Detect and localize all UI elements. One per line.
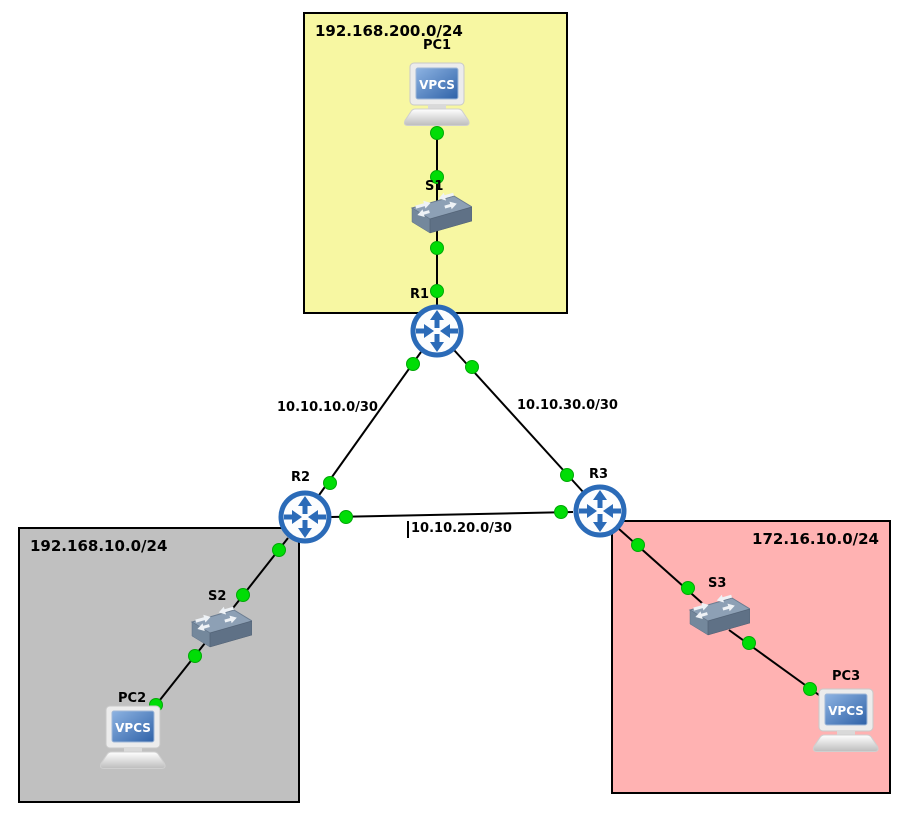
link-r1-r3[interactable] bbox=[453, 349, 585, 494]
link-status-dot bbox=[430, 126, 444, 140]
link-s2-pc2[interactable] bbox=[151, 637, 210, 711]
link-status-dot bbox=[339, 510, 353, 524]
vpcs-computer-icon: VPCS bbox=[812, 688, 879, 752]
link-status-dot bbox=[188, 649, 202, 663]
device-s2[interactable] bbox=[182, 605, 254, 651]
link-status-dot bbox=[430, 170, 444, 184]
label-pc3[interactable]: PC3 bbox=[832, 669, 861, 684]
label-s1[interactable]: S1 bbox=[425, 179, 444, 194]
label-link-10-10-30[interactable]: 10.10.30.0/30 bbox=[517, 398, 618, 413]
router-icon bbox=[278, 490, 332, 544]
link-status-dot bbox=[560, 468, 574, 482]
link-status-dot bbox=[272, 543, 286, 557]
link-status-dot bbox=[406, 357, 420, 371]
label-pc2[interactable]: PC2 bbox=[118, 691, 147, 706]
zone-label-top[interactable]: 192.168.200.0/24 bbox=[315, 22, 463, 40]
zone-label-left[interactable]: 192.168.10.0/24 bbox=[30, 537, 168, 555]
link-status-dot bbox=[236, 588, 250, 602]
switch-icon bbox=[190, 606, 254, 648]
link-status-dot bbox=[742, 636, 756, 650]
label-r2[interactable]: R2 bbox=[291, 470, 311, 485]
link-status-dot bbox=[803, 682, 817, 696]
label-r1[interactable]: R1 bbox=[410, 287, 430, 302]
label-s3[interactable]: S3 bbox=[708, 576, 727, 591]
switch-icon bbox=[410, 192, 474, 234]
link-status-dot bbox=[631, 538, 645, 552]
label-r3[interactable]: R3 bbox=[589, 467, 609, 482]
zone-192-168-200[interactable]: 192.168.200.0/24 bbox=[303, 12, 568, 314]
label-link-10-10-20[interactable]: 10.10.20.0/30 bbox=[411, 521, 512, 536]
link-status-dot bbox=[430, 241, 444, 255]
device-r3[interactable] bbox=[572, 483, 628, 539]
router-icon bbox=[410, 304, 464, 358]
vpcs-screen-text: VPCS bbox=[115, 721, 151, 735]
router-icon bbox=[573, 484, 627, 538]
link-status-dot bbox=[681, 581, 695, 595]
vpcs-computer-icon: VPCS bbox=[99, 705, 166, 769]
device-pc2[interactable]: VPCS bbox=[96, 705, 170, 771]
text-cursor bbox=[407, 521, 409, 538]
link-r2-r3[interactable] bbox=[330, 511, 574, 518]
device-s1[interactable] bbox=[402, 191, 474, 237]
link-status-dot bbox=[430, 284, 444, 298]
label-s2[interactable]: S2 bbox=[208, 589, 227, 604]
device-pc3[interactable]: VPCS bbox=[809, 688, 883, 754]
vpcs-screen-text: VPCS bbox=[419, 78, 455, 92]
device-r2[interactable] bbox=[277, 489, 333, 545]
device-r1[interactable] bbox=[409, 303, 465, 359]
vpcs-computer-icon: VPCS bbox=[403, 62, 470, 126]
vpcs-screen-text: VPCS bbox=[828, 704, 864, 718]
device-s3[interactable] bbox=[680, 593, 752, 639]
label-pc1[interactable]: PC1 bbox=[422, 38, 452, 53]
label-link-10-10-10[interactable]: 10.10.10.0/30 bbox=[277, 400, 378, 415]
link-r1-r2[interactable] bbox=[316, 351, 422, 499]
device-pc1[interactable]: VPCS bbox=[400, 62, 474, 128]
link-status-dot bbox=[554, 505, 568, 519]
link-status-dot bbox=[465, 360, 479, 374]
zone-label-right[interactable]: 172.16.10.0/24 bbox=[752, 530, 879, 548]
switch-icon bbox=[688, 594, 752, 636]
link-status-dot bbox=[323, 476, 337, 490]
